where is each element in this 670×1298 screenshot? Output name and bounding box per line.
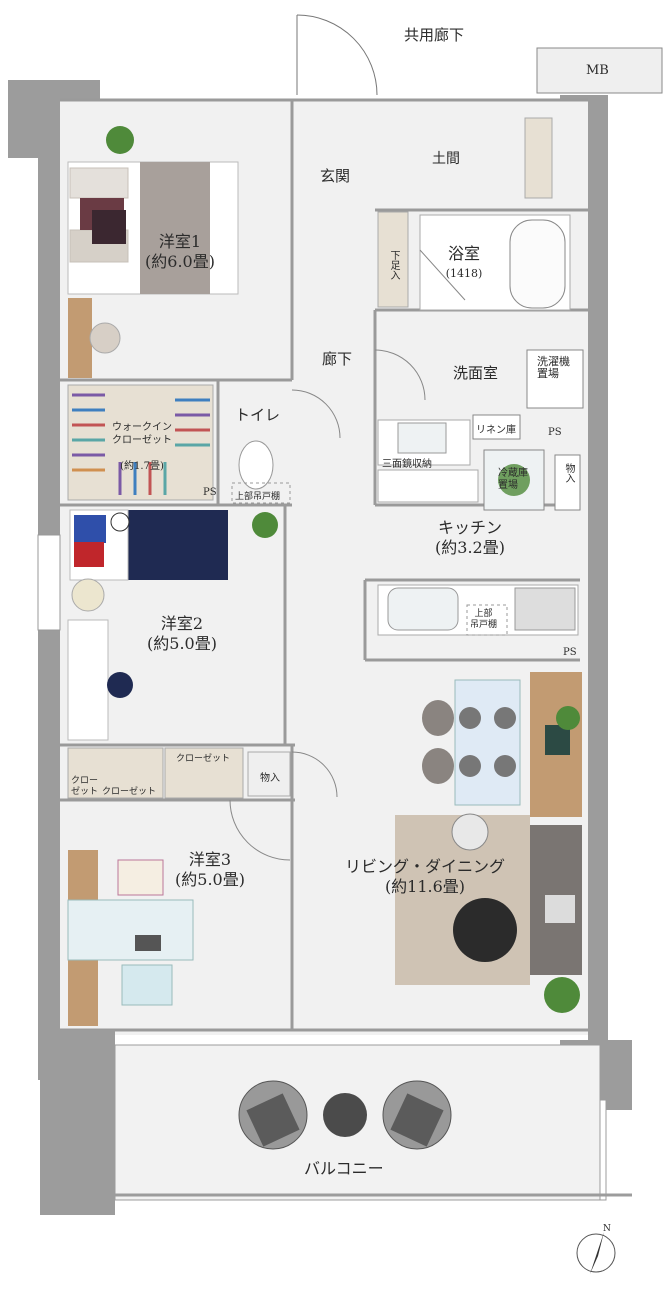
room-western1-name: 洋室1 — [158, 232, 202, 251]
room-kitchen-name: キッチン — [437, 518, 502, 537]
side-table — [451, 813, 489, 851]
ps-label-3: PS — [563, 647, 577, 658]
hangers — [72, 393, 210, 495]
balcony-label: バルコニー — [304, 1159, 384, 1178]
doma-label: 土間 — [432, 151, 460, 167]
room-western2-area: (約5.0畳) — [147, 634, 217, 653]
chair-3 — [117, 859, 164, 896]
closet-c-label: クローゼット — [176, 754, 231, 764]
washroom-label: 洗面室 — [453, 364, 499, 382]
shoebox-label: 下足入 — [388, 250, 399, 280]
window — [37, 534, 61, 631]
room-living-name: リビング・ダイニング — [344, 857, 505, 876]
plant-icon — [544, 977, 580, 1013]
entrance-label: 玄関 — [320, 167, 351, 185]
mirror-storage-label: 三面鏡収納 — [382, 459, 432, 470]
closet-area — [67, 747, 164, 799]
toilet-bowl — [238, 440, 274, 490]
desk-3 — [67, 899, 194, 961]
storage-1-box — [554, 454, 581, 511]
plant-icon — [252, 512, 278, 538]
room-western2-name: 洋室2 — [160, 614, 204, 633]
ps-label-1: PS — [548, 427, 562, 438]
plant-icon — [556, 706, 580, 730]
upper-cabinet-2-label: 上部 吊戸棚 — [470, 609, 498, 630]
ps-label-2: PS — [203, 487, 217, 498]
walkin-closet — [67, 384, 214, 501]
north-label: N — [603, 1224, 611, 1234]
closet-area-2 — [164, 747, 244, 799]
compass-icon — [576, 1232, 616, 1274]
bathtub — [509, 219, 566, 309]
room-kitchen: キッチン (約3.2畳) — [420, 518, 520, 558]
entrance-door — [296, 14, 378, 96]
washer-box — [526, 349, 584, 409]
bed-1 — [67, 161, 239, 295]
room-western3-area: (約5.0畳) — [175, 870, 245, 889]
coffee-table — [453, 898, 517, 962]
balcony-table — [323, 1093, 367, 1137]
room-bath: 浴室 (1418) — [428, 244, 500, 284]
room-bath-size: (1418) — [445, 267, 483, 280]
laptop-icon — [135, 935, 161, 951]
washing-machine-label: 洗濯機置場 — [537, 355, 570, 380]
stove — [514, 587, 576, 631]
room-western3-name: 洋室3 — [188, 850, 232, 869]
walkin-closet-area: (約1.7畳) — [120, 461, 164, 472]
kitchen-counter-top — [377, 469, 479, 503]
hallway-label: 廊下 — [322, 350, 353, 368]
room-living: リビング・ダイニング (約11.6畳) — [330, 857, 520, 897]
storage-2-label: 物入 — [260, 773, 280, 784]
walkin-closet-label: ウォークイン クローゼット (約1.7畳) — [112, 408, 172, 486]
shared-corridor-label: 共用廊下 — [404, 26, 465, 44]
room-western1: 洋室1 (約6.0畳) — [130, 232, 230, 272]
linen-box — [472, 414, 521, 440]
mb-label: MB — [586, 63, 609, 78]
lamp-2 — [71, 578, 105, 612]
shoe-shelf — [377, 117, 553, 308]
dining-chair — [422, 700, 454, 736]
storage-1-label: 物入 — [563, 463, 574, 483]
shelf-3 — [68, 850, 98, 900]
walkin-closet-name: ウォークイン クローゼット — [112, 422, 172, 446]
room-living-area: (約11.6畳) — [384, 877, 466, 896]
plant-icon — [106, 126, 134, 154]
stool-1 — [89, 322, 121, 354]
chair-3b — [121, 964, 173, 1006]
room-kitchen-area: (約3.2畳) — [435, 538, 505, 557]
upper-cabinet-1-label: 上部吊戸棚 — [235, 492, 281, 502]
closet-a-label: クロー ゼット — [71, 776, 99, 797]
sink — [387, 587, 459, 631]
room-bath-name: 浴室 — [447, 244, 480, 263]
upper-cabinet-1 — [231, 482, 291, 504]
storage-2-box — [247, 751, 291, 797]
closet-b-label: クローゼット — [102, 787, 157, 797]
room-western1-area: (約6.0畳) — [145, 252, 215, 271]
toilet-label: トイレ — [235, 406, 281, 424]
room-western2: 洋室2 (約5.0畳) — [132, 614, 232, 654]
mb-box — [536, 47, 663, 94]
linen-label: リネン庫 — [476, 425, 516, 436]
desk-2 — [67, 619, 109, 741]
interior-walls — [60, 98, 588, 1032]
fridge-label: 冷蔵庫置場 — [498, 468, 528, 491]
dining-table — [454, 679, 521, 806]
desk-1 — [68, 298, 92, 378]
chair-2 — [107, 672, 133, 698]
room-western3: 洋室3 (約5.0畳) — [160, 850, 260, 890]
